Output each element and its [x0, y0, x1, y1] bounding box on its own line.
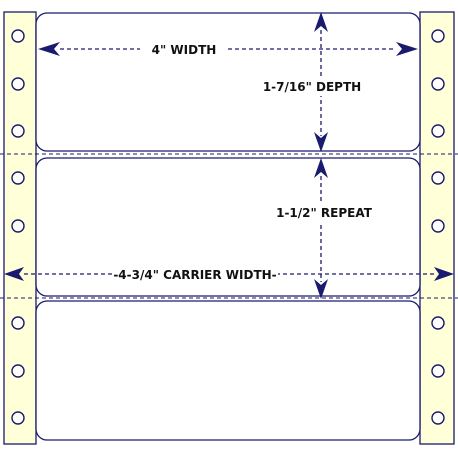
feed-hole: [11, 364, 25, 378]
arrowhead-down: [314, 279, 328, 299]
width-label: 4" WIDTH: [152, 43, 217, 57]
feed-hole: [431, 77, 445, 91]
feed-hole: [431, 29, 445, 43]
feed-hole: [11, 171, 25, 185]
label-2: [35, 157, 421, 297]
feed-hole: [11, 77, 25, 91]
left-feed-holes: [11, 29, 25, 425]
feed-hole: [431, 219, 445, 233]
carrier-width-label: -4-3/4" CARRIER WIDTH-: [113, 268, 276, 282]
feed-hole: [431, 124, 445, 138]
arrowhead-right: [396, 42, 418, 56]
feed-hole: [11, 316, 25, 330]
arrowhead-right: [434, 267, 454, 281]
arrowhead-up: [314, 12, 328, 32]
feed-hole: [11, 411, 25, 425]
feed-hole: [11, 29, 25, 43]
feed-hole: [431, 316, 445, 330]
label-3: [35, 300, 421, 441]
feed-hole: [11, 219, 25, 233]
repeat-label: 1-1/2" REPEAT: [276, 206, 373, 220]
depth-label: 1-7/16" DEPTH: [263, 80, 361, 94]
feed-hole: [431, 364, 445, 378]
feed-hole: [11, 124, 25, 138]
repeat-dimension: [314, 158, 328, 299]
label-1: [35, 12, 421, 152]
arrowhead-left: [4, 267, 24, 281]
feed-hole: [431, 411, 445, 425]
arrowhead-down: [314, 132, 328, 152]
arrowhead-left: [38, 42, 60, 56]
feed-hole: [431, 171, 445, 185]
arrowhead-up: [314, 158, 328, 178]
right-feed-holes: [431, 29, 445, 425]
